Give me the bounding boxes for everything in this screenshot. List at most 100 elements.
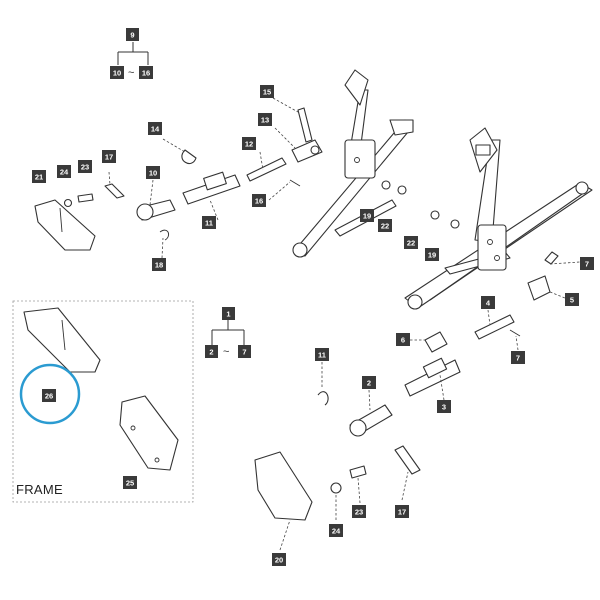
callout-3: 3: [437, 400, 451, 413]
svg-text:23: 23: [355, 508, 363, 517]
callout-6: 6: [396, 333, 410, 346]
svg-text:~: ~: [223, 346, 229, 358]
svg-text:26: 26: [45, 392, 53, 401]
svg-text:12: 12: [245, 140, 253, 149]
callout-18: 18: [152, 258, 166, 271]
part-pin-7a: [544, 251, 559, 265]
part-ring-14: [181, 149, 197, 164]
part-split-16: [289, 179, 301, 187]
part-linch-18: [159, 229, 170, 241]
svg-text:16: 16: [142, 69, 150, 78]
svg-text:4: 4: [486, 299, 491, 308]
svg-text:24: 24: [60, 168, 69, 177]
part-frame-25: [119, 395, 179, 471]
highlight-circle-26: [19, 363, 81, 425]
callout-7a: 7: [580, 257, 594, 270]
callout-14: 14: [148, 122, 162, 135]
svg-text:17: 17: [398, 508, 406, 517]
callout-19b: 19: [425, 248, 439, 261]
callout-5: 5: [565, 293, 579, 306]
svg-text:16: 16: [255, 197, 263, 206]
part-bolt-23b: [349, 465, 367, 479]
callout-13: 13: [258, 113, 272, 126]
part-nut-24a: [63, 198, 73, 208]
svg-text:22: 22: [381, 222, 389, 231]
callout-16-range: 16: [139, 66, 153, 79]
part-pin-17a: [104, 183, 125, 199]
svg-text:6: 6: [401, 336, 405, 345]
svg-text:1: 1: [226, 310, 230, 319]
part-rod-4: [474, 314, 515, 340]
svg-text:~: ~: [128, 67, 134, 79]
svg-text:13: 13: [261, 116, 269, 125]
callout-2: 2: [362, 376, 376, 389]
svg-text:19: 19: [428, 251, 436, 260]
svg-text:21: 21: [35, 173, 43, 182]
part-bracket-21: [34, 199, 96, 251]
part-pin-15: [297, 107, 313, 143]
svg-text:3: 3: [442, 403, 446, 412]
svg-text:25: 25: [126, 479, 134, 488]
part-nut-24b: [330, 482, 342, 494]
callout-7b: 7: [511, 351, 525, 364]
callout-21: 21: [32, 170, 46, 183]
svg-text:23: 23: [81, 163, 89, 172]
callout-15: 15: [260, 85, 274, 98]
part-rod-12: [246, 157, 287, 182]
callout-24b: 24: [329, 524, 343, 537]
callout-20: 20: [272, 553, 286, 566]
callout-9: 9: [126, 28, 139, 41]
svg-text:22: 22: [407, 239, 415, 248]
part-linch-11b: [317, 391, 329, 406]
frame-box: [12, 300, 194, 503]
callout-23a: 23: [78, 160, 92, 173]
callout-26: 26: [42, 389, 56, 402]
part-ring-6: [424, 331, 448, 353]
callout-24a: 24: [57, 165, 71, 178]
svg-text:11: 11: [318, 351, 326, 360]
callout-10: 10: [110, 66, 124, 79]
lower-link-right: [404, 127, 593, 310]
part-pin-17b: [394, 445, 421, 475]
callout-22a: 22: [378, 219, 392, 232]
callout-11a: 11: [202, 216, 216, 229]
part-bolt-23a: [77, 193, 94, 203]
svg-text:17: 17: [105, 153, 113, 162]
svg-text:7: 7: [242, 348, 246, 357]
callout-16: 16: [252, 194, 266, 207]
callout-1: 1: [222, 307, 235, 320]
callout-19a: 19: [360, 209, 374, 222]
svg-text:7: 7: [516, 354, 520, 363]
callout-2-range: 2: [205, 345, 218, 358]
part-clevis-5: [527, 275, 551, 301]
svg-text:2: 2: [209, 348, 213, 357]
svg-text:10: 10: [113, 69, 121, 78]
callout-10a: 10: [146, 166, 160, 179]
callout-7-range: 7: [238, 345, 251, 358]
svg-text:15: 15: [263, 88, 271, 97]
svg-text:9: 9: [130, 31, 134, 40]
svg-text:10: 10: [149, 169, 157, 178]
callout-11b: 11: [315, 348, 329, 361]
svg-text:14: 14: [151, 125, 160, 134]
callout-25: 25: [123, 476, 137, 489]
svg-text:2: 2: [367, 379, 371, 388]
callout-17a: 17: [102, 150, 116, 163]
callout-22b: 22: [404, 236, 418, 249]
svg-text:20: 20: [275, 556, 283, 565]
svg-text:18: 18: [155, 261, 163, 270]
callout-17b: 17: [395, 505, 409, 518]
svg-text:19: 19: [363, 212, 371, 221]
part-split-7b: [509, 329, 521, 337]
svg-text:5: 5: [570, 296, 574, 305]
part-frame-26-top: [23, 307, 101, 373]
svg-text:7: 7: [585, 260, 589, 269]
part-bracket-20: [254, 451, 313, 521]
svg-text:11: 11: [205, 219, 213, 228]
callout-4: 4: [481, 296, 495, 309]
frame-title: FRAME: [16, 482, 63, 497]
callout-23b: 23: [352, 505, 366, 518]
svg-text:24: 24: [332, 527, 341, 536]
callout-12: 12: [242, 137, 256, 150]
